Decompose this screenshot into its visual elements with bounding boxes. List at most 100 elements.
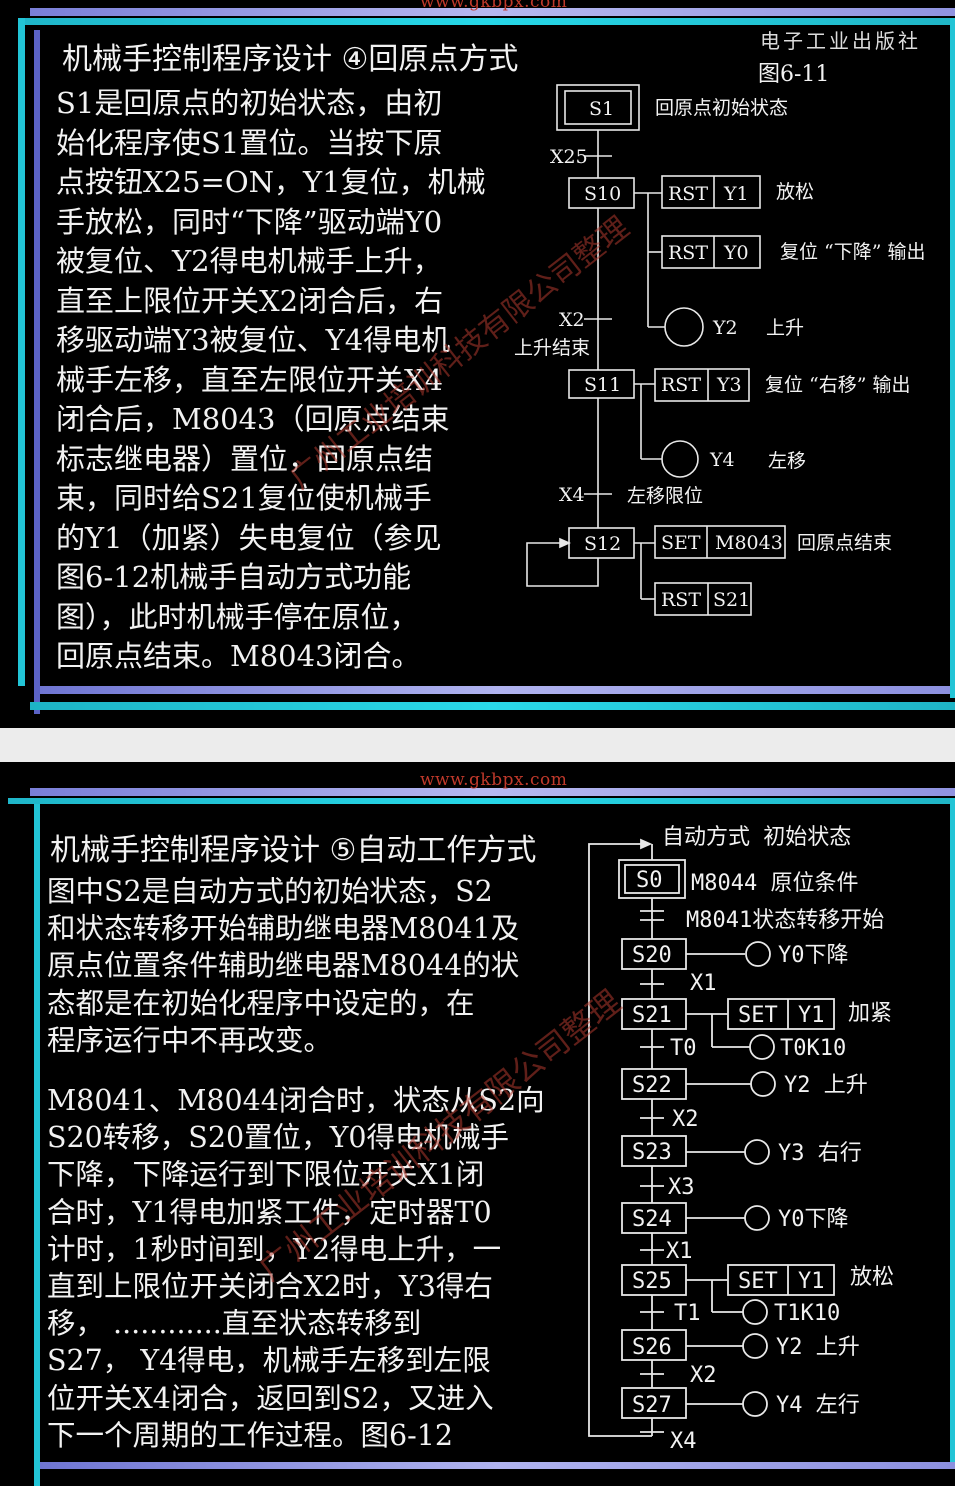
m8043-label: 回原点结束 [797,532,892,554]
x1b-label: X1 [666,1239,693,1264]
state-box-s0-inner [624,864,680,894]
t0k10-label: T0K10 [780,1036,846,1061]
para1-line: 原点位置条件辅助继电器M8044的状 [47,949,520,983]
s21-text: S21 [632,1003,672,1028]
s24-text: S24 [632,1207,672,1232]
rst-y0-box [661,235,761,269]
rst-y1-rst: RST [668,183,708,205]
coil-y2 [750,1071,776,1097]
rst-s21-rst: RST [661,589,701,611]
auto-label: 自动方式 初始状态 [662,825,851,850]
m8041-label: M8041状态转移开始 [686,908,884,933]
body-line: S1是回原点的初始状态，由初 [56,86,443,120]
coil-y4 [742,1391,768,1417]
s0-text: S0 [636,868,663,893]
slide-home-mode: www.gkbpx.com 电子工业出版社 图6-11 机械手控制程序设计 ④回… [0,0,955,728]
s24-out: Y0下降 [778,1207,849,1232]
text-column: 机械手控制程序设计 ⑤自动工作方式 图中S2是自动方式的初始状态，S2 和状态转… [0,762,570,1486]
top-bar-cyan [8,798,955,804]
top-bar-lavender [30,8,955,16]
para2-line: 合时，Y1得电加紧工件，定时器T0 [47,1195,492,1229]
x4-desc: 左移限位 [627,485,703,507]
left-bar-cyan [18,18,25,686]
s12-text: S12 [584,533,621,555]
s20-out: Y0下降 [778,943,849,968]
s23-text: S23 [632,1140,672,1165]
bottom-bar-cyan [30,702,955,710]
bottom-bar-lavender [40,686,955,694]
t1k10-label: T1K10 [774,1301,840,1326]
slide-title: 机械手控制程序设计 ④回原点方式 [62,42,519,77]
fangsong-label: 放松 [850,1265,894,1290]
s22-out: Y2 上升 [784,1073,868,1098]
s27-text: S27 [632,1393,672,1418]
paragraph-2: M8041、M8044闭合时，状态从S2向 S20转移，S20置位，Y0得电机械… [47,1082,567,1454]
set-text: SET [661,532,701,554]
coil-y2 [664,307,704,347]
body-line: 始化程序使S1置位。当按下原 [56,125,443,160]
figure-label: 图6-11 [758,62,830,87]
sfc-diagram-home: S1 回原点初始状态 X25 S10 RST Y1 放松 RST Y0 复位 “… [283,84,926,616]
body-line: 械手左移，直至左限位开关X4 [56,362,444,397]
coil-t0 [749,1034,775,1060]
s1-text: S1 [589,98,614,120]
body-line: 手放松，同时“下降”驱动端Y0 [56,204,443,239]
y2-text: Y2 [712,317,738,339]
body-line: 束，同时给S21复位使机械手 [56,481,432,515]
x4-label: X4 [670,1429,697,1454]
right-bar-cyan [950,18,955,698]
state-box-s27 [621,1387,687,1419]
diagram-watermark: 广州工业培训科技有限公司整理 [252,983,628,1289]
top-bar-lavender [30,788,955,796]
state-box-s23 [621,1135,687,1167]
set-y1-box-2 [727,1264,835,1296]
para2-line: 下一个周期的工作过程。图6-12 [47,1418,454,1452]
para2-line: 直到上限位开关闭合X2时，Y3得右 [47,1270,493,1304]
s10-text: S10 [584,183,621,205]
body-line: 图），此时机械手停在原位， [56,599,419,634]
state-box-s26 [621,1329,687,1361]
body-line: 的Y1（加紧）失电复位（参见 [56,520,442,555]
coil-y3 [744,1139,770,1165]
rst-y3-y3: Y3 [716,374,742,396]
set-text-1: SET [738,1003,778,1028]
y0-label: 复位 “下降” 输出 [780,241,926,263]
y3-label: 复位 “右移” 输出 [765,374,911,396]
set-y1-box-1 [727,998,835,1030]
para2-line: 计时，1秒时间到，Y2得电上升，一 [47,1232,502,1266]
y1-text-1: Y1 [798,1003,825,1028]
y4-text: Y4 [709,449,735,471]
para2-line: 移， ............直至状态转移到 [47,1307,422,1341]
rst-y3-box [654,368,750,402]
m8044-label: M8044 原位条件 [691,871,858,896]
coil-y4 [661,440,699,478]
para1-line: 和状态转移开始辅助继电器M8041及 [47,912,520,946]
rst-y3-rst: RST [661,374,701,396]
y2-label: 上升 [766,317,804,339]
rst-s21-s21: S21 [713,589,750,611]
bottom-bar-lavender [40,1462,955,1469]
s1-label: 回原点初始状态 [655,97,788,119]
coil-y0b [744,1205,770,1231]
para1-line: 程序运行中不再改变。 [47,1023,333,1057]
x3-label: X3 [668,1175,695,1200]
rst-y1-y1: Y1 [723,183,749,205]
coil-t1 [742,1299,768,1325]
para1-line: 态都是在初始化程序中设定的，在 [47,986,475,1020]
x2-desc: 上升结束 [514,337,590,359]
s23-out: Y3 右行 [778,1141,862,1166]
y1-label: 放松 [776,181,814,203]
body-line: 直至上限位开关X2闭合后，右 [56,283,444,318]
x4-label: X4 [559,484,585,506]
rst-y0-rst: RST [668,242,708,264]
rst-y1-box [661,175,761,209]
x2-label: X2 [672,1107,699,1132]
para1-line: 图中S2是自动方式的初始状态，S2 [47,875,493,908]
body-line: 闭合后，M8043（回原点结束 [56,402,450,436]
body-line: 移驱动端Y3被复位、Y4得电机 [56,323,451,357]
s25-text: S25 [632,1269,672,1294]
top-bar-cyan [18,18,955,25]
slide-auto-mode: www.gkbpx.com 机械手控制程序设计 ⑤自动工作方式 图中S2是自动方… [0,762,955,1486]
rst-s21-box [654,582,752,616]
para2-line: S20转移，S20置位，Y0得电机械手 [47,1121,510,1155]
